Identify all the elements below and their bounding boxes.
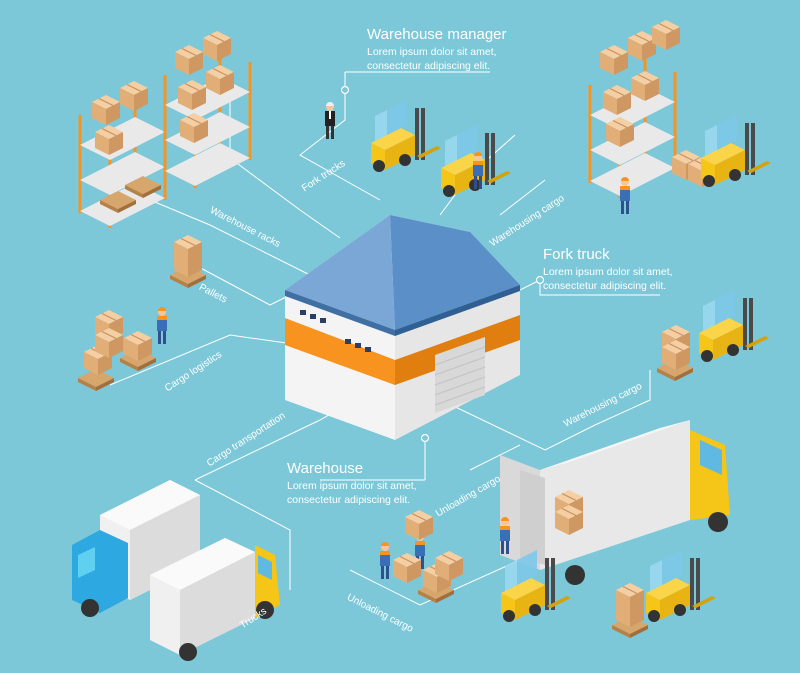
warehouse-manager-title: Warehouse manager — [367, 26, 507, 43]
cargo-logistics-group — [78, 307, 167, 391]
truck-unloading — [500, 420, 730, 585]
warehouse-building — [285, 215, 520, 440]
connector-dots — [340, 85, 545, 443]
pallets-stack — [170, 234, 206, 288]
fork-truck-line1: Lorem ipsum dolor sit amet, — [543, 266, 673, 278]
fork-truck-line2: consectetur adipiscing elit. — [543, 280, 667, 292]
warehouse-racks-right — [588, 19, 771, 214]
warehouse-line2: consectetur adipiscing elit. — [287, 494, 411, 506]
trucks-group — [72, 480, 280, 661]
fork-truck-title: Fork truck — [543, 246, 610, 263]
manager-forklift-group — [325, 100, 511, 197]
warehouse-manager-line2: consectetur adipiscing elit. — [367, 60, 491, 72]
warehouse-line1: Lorem ipsum dolor sit amet, — [287, 480, 417, 492]
warehouse-title: Warehouse — [287, 460, 364, 477]
warehouse-manager-line1: Lorem ipsum dolor sit amet, — [367, 46, 497, 58]
warehouse-racks-left — [78, 30, 252, 230]
fork-truck-right — [657, 290, 769, 381]
